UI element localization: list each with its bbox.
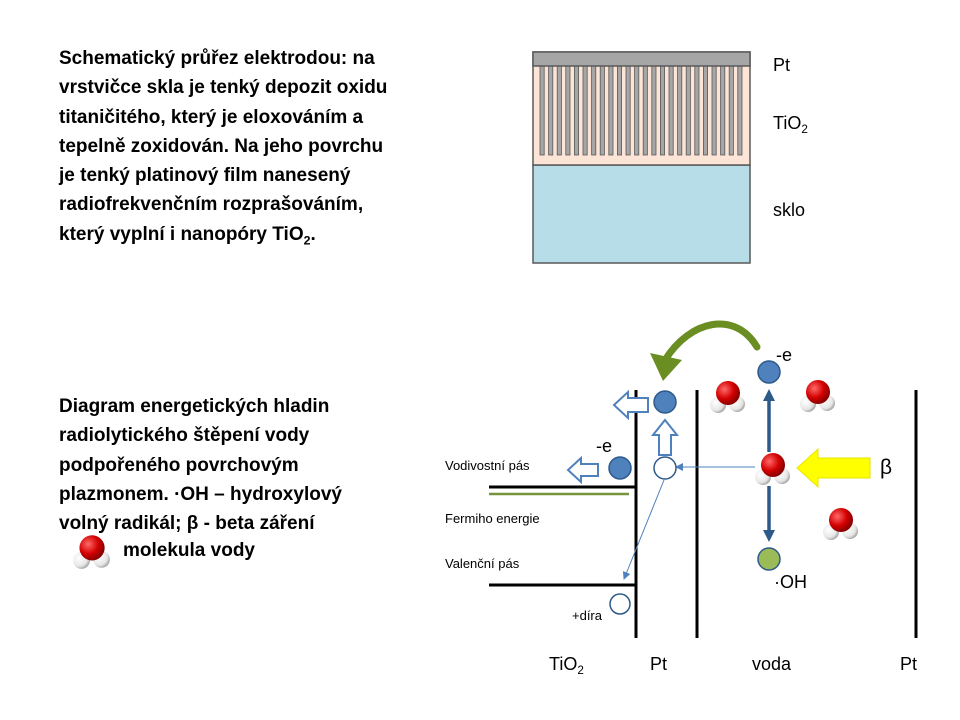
nanopore-pt-column [737, 65, 743, 156]
nanopore-pt-column [582, 65, 588, 156]
relaxation-arrow [622, 479, 665, 580]
energy-description-text: Diagram energetických hladin radiolytick… [59, 396, 342, 535]
tio2-layer-label-base: TiO [773, 113, 802, 133]
electron-label-right: -e [776, 345, 793, 365]
pt-layer-label: Pt [773, 55, 791, 75]
region-label-tio2-base: TiO [549, 654, 578, 674]
nanopore-pt-column [548, 65, 554, 156]
energy-diagram [73, 320, 918, 638]
region-label-pt-right: Pt [900, 654, 918, 674]
glass-layer-label: sklo [773, 200, 806, 220]
water-molecule-legend-icon [73, 535, 110, 569]
electron-water [757, 360, 781, 384]
electron-tio2 [608, 456, 632, 480]
region-label-tio2-sub: 2 [577, 664, 584, 678]
water-molecule [710, 381, 745, 413]
nanopore-pt-column [625, 65, 631, 156]
nanopore-pt-column [711, 65, 717, 156]
electrode-description-end: . [310, 223, 316, 245]
beta-label: β [880, 456, 893, 479]
water-molecule [800, 380, 835, 412]
nanopore-pt-column [694, 65, 700, 156]
hollow-arrow-left-lower [566, 455, 599, 485]
nanopore-pt-column [591, 65, 597, 156]
nanopore-pt-column [634, 65, 640, 156]
fermi-level-label: Fermiho energie [445, 511, 540, 526]
conduction-band-label: Vodivostní pás [445, 458, 530, 473]
nanopore-pt-column [728, 65, 734, 156]
nanopore-pt-column [574, 65, 580, 156]
electrode-cross-section [532, 51, 751, 264]
nanopore-pt-column [651, 65, 657, 156]
electrode-description-text: Schematický průřez elektrodou: na vrstvi… [59, 48, 388, 245]
nanopore-pt-column [565, 65, 571, 156]
nanopore-pt-column [599, 65, 605, 156]
beta-radiation-arrow [796, 447, 871, 489]
region-label-water: voda [752, 654, 792, 674]
hydroxyl-radical [757, 547, 781, 571]
hydroxyl-label: ·OH [774, 572, 807, 592]
glass-layer [532, 164, 751, 264]
hole-tio2 [609, 593, 631, 615]
vacancy-pt [653, 456, 677, 480]
nanopore-pt-column [539, 65, 545, 156]
curved-transfer-arrowhead [650, 353, 682, 381]
nanopore-pt-column [685, 65, 691, 156]
electron-label-left: -e [596, 436, 613, 456]
nanopore-pt-column [677, 65, 683, 156]
region-label-pt-left: Pt [650, 654, 668, 674]
nanopore-pt-column [668, 65, 674, 156]
pt-layer [532, 51, 751, 67]
hollow-arrow-up [650, 418, 680, 456]
region-label-tio2: TiO2 [549, 654, 584, 678]
curved-transfer-arrow [661, 320, 761, 364]
electrode-description: Schematický průřez elektrodou: na vrstvi… [59, 44, 389, 249]
nanopore-pt-column [642, 65, 648, 156]
nanopore-pt-column [556, 65, 562, 156]
water-molecule-ionized [755, 453, 790, 485]
hollow-arrow-left-upper [612, 389, 649, 421]
water-molecule [823, 508, 858, 540]
nanopore-pt-column [703, 65, 709, 156]
valence-band-label: Valenční pás [445, 556, 520, 571]
nanopore-pt-column [608, 65, 614, 156]
nanopore-pt-column [720, 65, 726, 156]
electron-pt [653, 390, 677, 414]
electrode-description-sub: 2 [303, 233, 311, 248]
tio2-layer-label-sub: 2 [801, 123, 808, 137]
hole-label: +díra [572, 608, 602, 623]
tio2-layer-label: TiO2 [773, 113, 808, 137]
nanopore-pt-column [660, 65, 666, 156]
water-molecule-caption: molekula vody [123, 540, 255, 561]
energy-description: Diagram energetických hladin radiolytick… [59, 392, 389, 538]
nanopore-pt-column [617, 65, 623, 156]
